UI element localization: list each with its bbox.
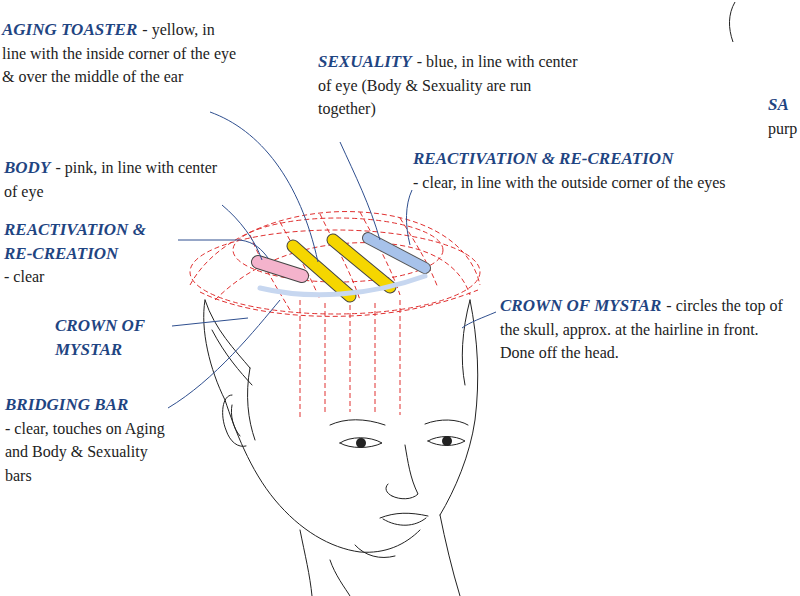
label-heading: BRIDGING BAR bbox=[5, 393, 173, 417]
sexuality-bar-outline bbox=[368, 238, 425, 268]
bridging-bar bbox=[260, 276, 425, 295]
label-group: SApurp bbox=[768, 93, 798, 140]
label-group: CROWN OF MYSTAR bbox=[55, 314, 185, 361]
eye-pupil bbox=[356, 438, 366, 448]
label-note: - clear, in line with the outside corner… bbox=[413, 174, 726, 191]
label-group: AGING TOASTER- yellow, in line with the … bbox=[2, 18, 240, 89]
label-note: - clear, touches on Aging and Body & Sex… bbox=[5, 420, 165, 484]
label-group: REACTIVATION & RE-CREATION - clear, in li… bbox=[413, 147, 753, 194]
label-heading: REACTIVATION & RE-CREATION bbox=[4, 218, 176, 265]
body-bar-outline bbox=[258, 262, 302, 276]
label-heading: CROWN OF MYSTAR bbox=[55, 316, 145, 359]
label-group: BODY- pink, in line with center of eye bbox=[4, 156, 222, 203]
label-note: purp bbox=[768, 117, 798, 141]
label-heading: SEXUALITY bbox=[318, 52, 412, 71]
body-bar bbox=[258, 262, 302, 276]
eye-pupil bbox=[442, 436, 452, 446]
sexuality-bar bbox=[368, 238, 425, 268]
label-heading: BODY bbox=[4, 158, 50, 177]
label-group: BRIDGING BAR - clear, touches on Aging an… bbox=[5, 393, 173, 487]
crown-grid bbox=[190, 212, 480, 420]
face-sketch bbox=[204, 300, 478, 596]
label-note: - clear bbox=[4, 265, 176, 289]
label-heading: CROWN OF MYSTAR bbox=[500, 296, 661, 315]
label-heading: REACTIVATION & RE-CREATION bbox=[413, 147, 753, 171]
label-group: REACTIVATION & RE-CREATION- clear bbox=[4, 218, 176, 289]
cropped-stroke bbox=[729, 2, 735, 42]
label-group: SEXUALITY- blue, in line with center of … bbox=[318, 50, 586, 121]
label-heading: AGING TOASTER bbox=[2, 20, 137, 39]
label-group: CROWN OF MYSTAR- circles the top of the … bbox=[500, 294, 796, 365]
label-heading: SA bbox=[768, 93, 798, 117]
